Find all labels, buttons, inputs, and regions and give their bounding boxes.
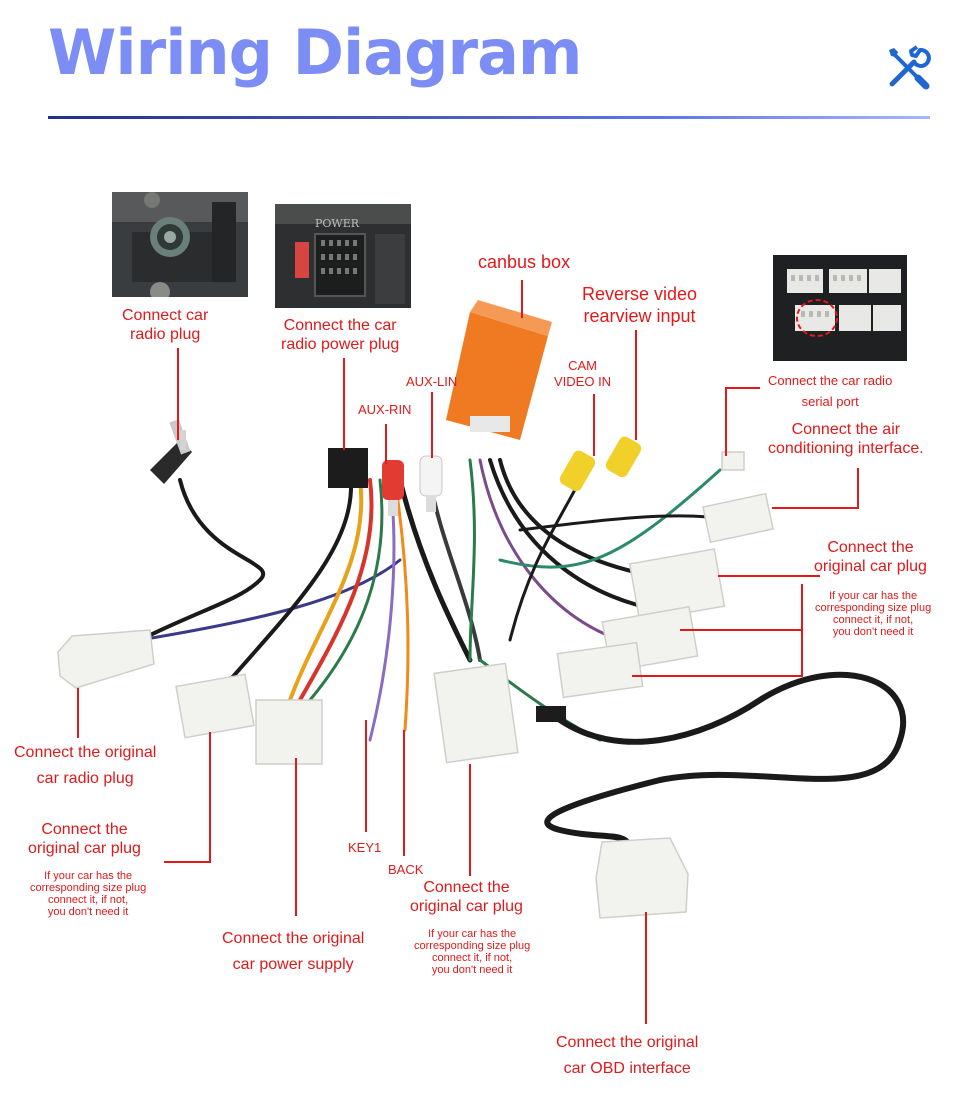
label-aux-rin: AUX-RIN [358,402,412,417]
label-original-car-plug-left: Connect the original car plug [28,821,141,858]
antenna-plug [150,419,192,484]
car-radio-plug-photo [112,192,248,297]
label-serial-port: Connect the car radio serial port [768,373,893,410]
page-title: Wiring Diagram [48,16,583,89]
note-original-car-plug-left: If your car has the corresponding size p… [30,870,147,919]
label-back: BACK [388,862,424,877]
power-plug-photo: POWER [275,204,411,308]
serial-port-photo [773,255,907,361]
label-key1: KEY1 [348,840,382,855]
label-power-supply: Connect the original car power supply [222,930,365,974]
label-canbus-box: canbus box [478,252,571,272]
canbus-box-shape [446,300,552,440]
tools-icon [889,45,931,90]
label-original-radio-plug: Connect the original car radio plug [14,744,157,787]
title-divider [48,116,930,119]
label-radio-power-plug: Connect the car radio power plug [281,317,400,354]
svg-text:POWER: POWER [315,217,360,230]
label-obd-interface: Connect the original car OBD interface [556,1034,699,1077]
label-original-car-plug-mid: Connect the original car plug [410,879,523,916]
label-radio-plug: Connect car radio plug [122,307,209,344]
label-air-conditioning: Connect the air conditioning interface. [768,421,924,458]
note-original-car-plug-mid: If your car has the corresponding size p… [414,928,531,977]
note-original-car-plug-right: If your car has the corresponding size p… [815,590,932,639]
label-reverse-video: Reverse video rearview input [582,284,698,326]
label-cam-video-in: CAM VIDEO IN [554,358,612,389]
label-original-car-plug-right: Connect the original car plug [814,539,927,576]
label-aux-lin: AUX-LIN [406,374,458,389]
